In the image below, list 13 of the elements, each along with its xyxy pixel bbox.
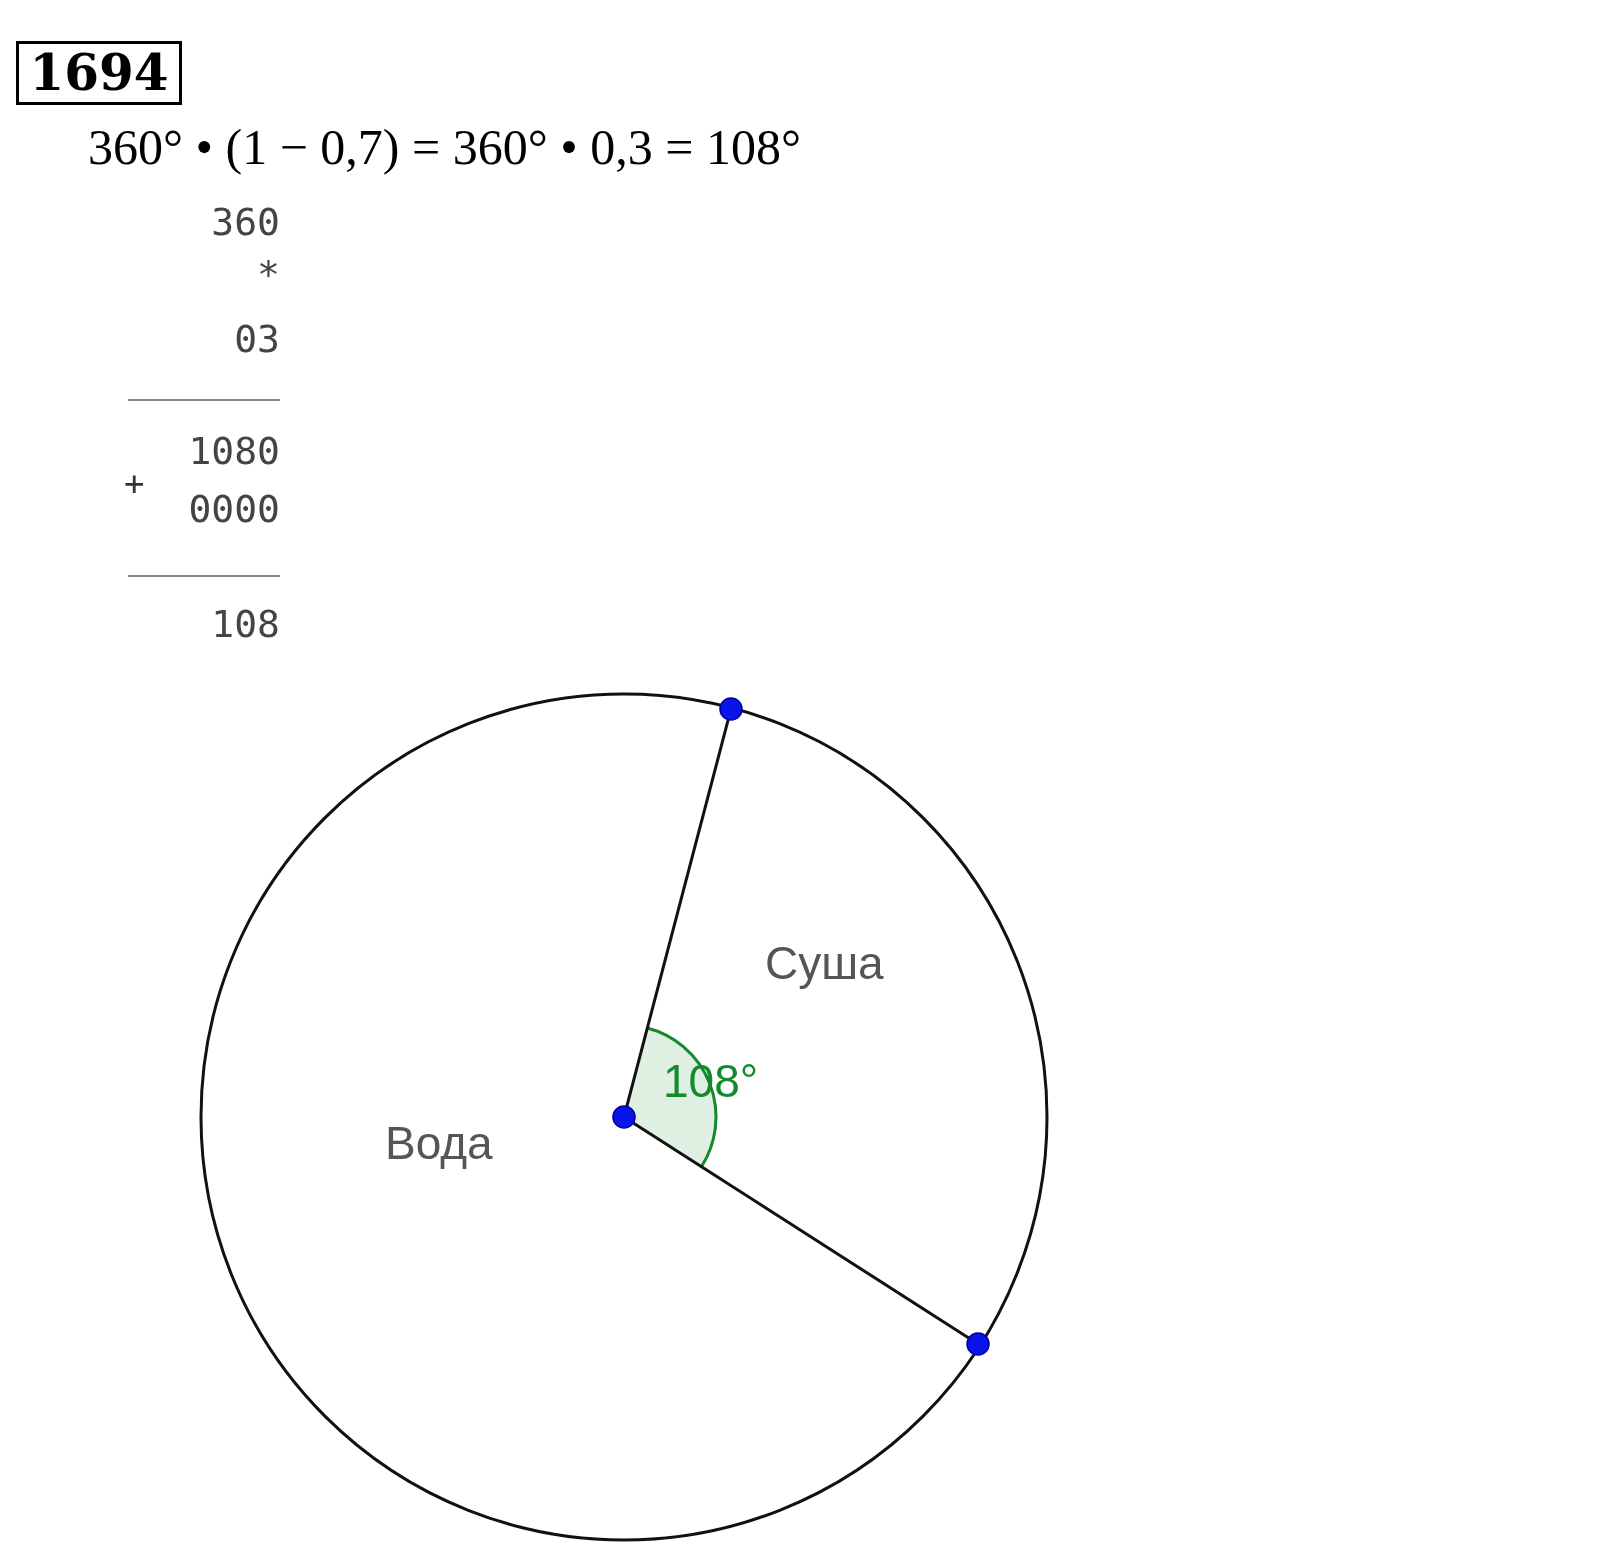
calculation-digits: 108 (210, 605, 280, 643)
point-dot (966, 1332, 990, 1356)
calculation-digits: * (256, 256, 280, 294)
calculation-digits: 0000 (187, 490, 280, 528)
radius-line (625, 719, 730, 1107)
problem-number: 1694 (16, 41, 182, 105)
calculation-digits: 1080 (187, 432, 280, 470)
point-dot (719, 697, 743, 721)
radius-line (632, 1121, 970, 1340)
plus-sign: + (124, 466, 145, 500)
calculation-digits: 03 (233, 320, 280, 358)
calculation-digits: 360 (210, 203, 280, 241)
point-dot (612, 1105, 636, 1129)
